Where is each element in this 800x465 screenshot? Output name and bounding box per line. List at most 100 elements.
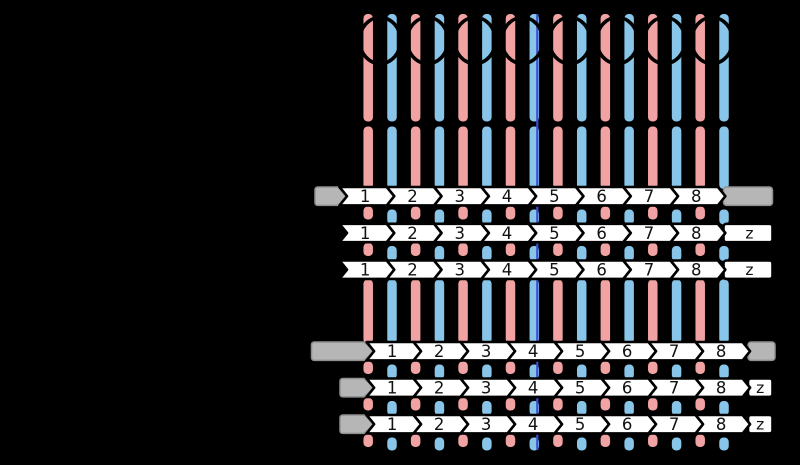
field-stripe-pink-segment [695,14,705,122]
field-stripe-pink-segment [505,126,516,189]
field-stripe-pink-segment [363,243,373,256]
frame-box-label: 5 [575,342,586,361]
field-stripe-blue-segment [387,126,397,189]
field-stripe-pink-segment [553,243,563,256]
field-stripe-blue-segment [434,126,445,189]
frame-box-label: 8 [716,342,727,361]
frame-box-label: 3 [455,261,466,280]
field-stripe-pink-segment [695,398,705,411]
lens-ellipse [405,15,450,66]
field-stripe-pink-segment [410,206,421,220]
field-stripe-blue-segment [576,14,587,122]
field-stripe-pink-segment [363,361,373,374]
field-stripe-pink-segment [505,398,516,411]
field-stripe-pink-segment [505,14,516,122]
lead-in-box [314,186,348,207]
frame-box-label: 6 [596,261,607,280]
field-stripe-blue-segment [576,279,587,344]
field-stripe-pink-segment [553,14,563,122]
field-stripe-pink-segment [600,279,611,344]
frame-box-label: 3 [455,187,466,206]
frame-box-label: 3 [481,342,492,361]
zero-pad-label: z [756,416,764,434]
field-stripe-pink-segment [363,126,373,189]
field-stripe-pink-segment [648,243,658,256]
field-stripe-blue-segment [482,246,492,261]
field-stripe-blue-segment [387,364,397,379]
field-stripe-pink-segment [410,243,421,256]
frame-box-label: 6 [596,224,607,243]
field-stripe-pink-segment [458,279,468,344]
lens-ellipse [357,15,403,66]
field-stripe-blue-segment [671,209,682,225]
field-stripe-pink-segment [648,206,658,220]
field-stripe-pink-segment [648,398,658,411]
field-stripe-blue-segment [387,209,397,225]
frame-box-label: 7 [669,379,680,398]
field-stripe-blue-segment [576,437,587,451]
field-stripe-pink-segment [553,361,563,374]
field-stripe-pink-segment [600,243,611,256]
frame-box-label: 4 [502,224,513,243]
frame-box-label: 2 [407,224,418,243]
field-stripe-pink-segment [410,361,421,374]
lead-out-box [722,186,774,207]
frame-box-label: 7 [644,261,655,280]
field-stripe-blue-segment [671,364,682,379]
lead-in-box [339,414,375,435]
field-stripe-pink-segment [363,279,373,344]
field-stripe-blue-segment [482,437,492,451]
field-stripe-pink-segment [505,434,516,447]
field-stripe-blue-segment [387,246,397,261]
field-stripe-pink-segment [458,361,468,374]
field-stripe-pink-segment [553,398,563,411]
field-stripe-blue-segment [719,246,729,261]
field-stripe-blue-segment [482,364,492,379]
field-stripe-pink-segment [505,243,516,256]
field-stripe-pink-segment [695,279,705,344]
zero-pad-label: z [745,224,753,242]
field-stripe-blue-segment [482,209,492,225]
field-stripe-blue-segment [719,14,729,122]
field-stripe-pink-segment [648,279,658,344]
frame-box-label: 7 [644,224,655,243]
lead-in-box [339,377,375,398]
frame-box-label: 4 [502,187,513,206]
frame-box-label: 2 [407,261,418,280]
frame-box [694,340,752,362]
frame-box-label: 1 [360,224,371,243]
field-stripe-pink-segment [505,361,516,374]
lens-ellipse [547,15,593,66]
field-stripe-pink-segment [458,126,468,189]
field-stripe-pink-segment [363,206,373,220]
field-stripe-pink-segment [410,126,421,189]
field-stripe-pink-segment [363,14,373,122]
frame-box-label: 7 [644,187,655,206]
field-stripe-blue-segment [624,364,634,379]
field-stripe-blue-segment [624,126,634,189]
frame-box-label: 4 [528,415,539,434]
field-stripe-pink-segment [458,434,468,447]
field-stripe-blue-segment [387,401,397,416]
field-stripe-blue-segment [482,126,492,189]
field-stripe-blue-segment [671,279,682,344]
frame-box-label: 5 [549,224,560,243]
field-stripe-pink-segment [505,206,516,220]
field-stripe-blue-segment [434,401,445,416]
field-stripe-blue-segment [434,364,445,379]
field-stripe-pink-segment [553,279,563,344]
field-stripe-pink-segment [695,126,705,189]
field-stripe-pink-segment [410,279,421,344]
frame-box-label: 5 [549,187,560,206]
field-stripe-blue-segment [719,364,729,379]
frame-box-label: 6 [622,379,633,398]
frame-box-label: 8 [716,415,727,434]
field-stripe-pink-segment [648,434,658,447]
field-stripe-blue-segment [434,209,445,225]
field-stripe-pink-segment [695,243,705,256]
